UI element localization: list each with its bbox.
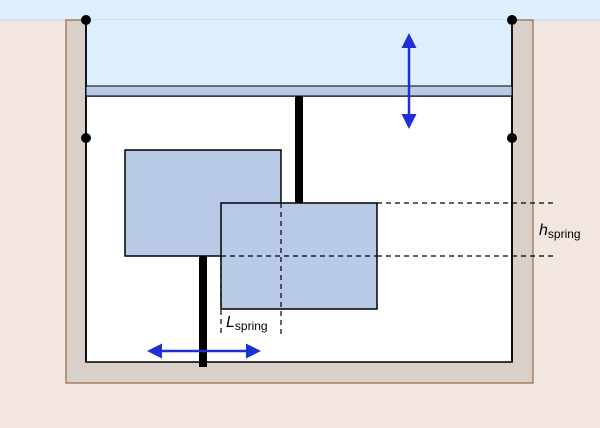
hinge-dot-top-left	[81, 15, 91, 25]
upper-rod	[295, 96, 303, 203]
h-spring-label: hspring	[539, 222, 581, 241]
l-spring-label-sub: spring	[235, 319, 268, 333]
lid-plate	[85, 85, 513, 97]
water-region	[0, 0, 600, 20]
lower-rod	[199, 256, 207, 367]
hinge-dot-mid-left	[81, 133, 91, 143]
right-block	[220, 202, 378, 310]
l-spring-label: Lspring	[226, 314, 268, 333]
hinge-dot-top-right	[507, 15, 517, 25]
h-spring-label-main: h	[539, 222, 548, 239]
h-spring-label-sub: spring	[548, 227, 581, 241]
l-spring-label-main: L	[226, 314, 235, 331]
container-water	[86, 20, 512, 86]
hinge-dot-mid-right	[507, 133, 517, 143]
